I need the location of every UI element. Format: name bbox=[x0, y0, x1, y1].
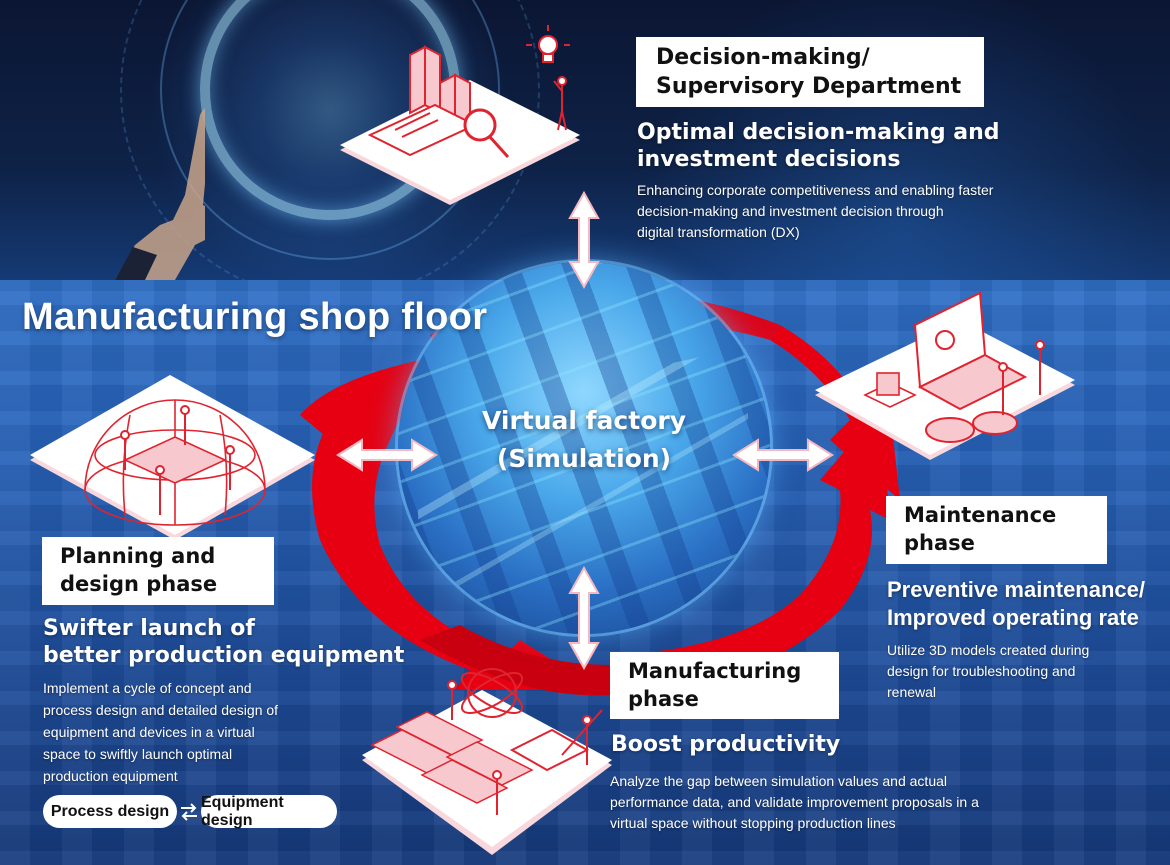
planning-body-line5: production equipment bbox=[43, 768, 178, 784]
virtual-factory-label: Virtual factory (Simulation) bbox=[398, 402, 770, 478]
decision-body-line2: decision-making and investment decision … bbox=[637, 203, 944, 219]
planning-heading: Swifter launch of better production equi… bbox=[43, 615, 404, 669]
planning-label-line2: design phase bbox=[60, 572, 218, 596]
cycle-arrow-right-icon bbox=[610, 410, 890, 690]
planning-heading-line2: better production equipment bbox=[43, 643, 405, 668]
process-design-pill: Process design bbox=[43, 795, 177, 828]
maintenance-description: Utilize 3D models created during design … bbox=[887, 640, 1089, 703]
decision-heading-line1: Optimal decision-making and bbox=[637, 120, 1000, 145]
maintenance-heading: Preventive maintenance/ Improved operati… bbox=[887, 576, 1145, 632]
manufacturing-heading: Boost productivity bbox=[611, 732, 841, 757]
magnifier-icon bbox=[463, 108, 510, 159]
virtual-factory-title: Virtual factory bbox=[481, 406, 687, 435]
planning-body-line4: space to swiftly launch optimal bbox=[43, 746, 233, 762]
manufacturing-label: Manufacturing phase bbox=[610, 652, 839, 719]
planning-heading-line1: Swifter launch of bbox=[43, 616, 255, 641]
decision-body-line3: digital transformation (DX) bbox=[637, 224, 800, 240]
double-arrow-left-overlay-icon bbox=[336, 438, 438, 472]
engineers-icon bbox=[998, 340, 1045, 415]
lightbulb-icon bbox=[526, 25, 570, 63]
maintenance-illustration bbox=[815, 291, 1075, 460]
team-people-icon bbox=[120, 405, 235, 515]
manufacturing-label-line1: Manufacturing bbox=[628, 659, 802, 683]
cube-chip-icon bbox=[863, 372, 917, 408]
maintenance-heading-line1: Preventive maintenance/ bbox=[887, 577, 1146, 602]
planning-description: Implement a cycle of concept and process… bbox=[43, 677, 278, 787]
cycle-arrow-left-icon bbox=[312, 385, 600, 690]
manufacturing-body-line1: Analyze the gap between simulation value… bbox=[610, 773, 947, 789]
maintenance-body-line3: renewal bbox=[887, 684, 937, 700]
atom-globe-icon bbox=[460, 668, 524, 718]
maintenance-body-line2: design for troubleshooting and bbox=[887, 663, 1076, 679]
maintenance-label-line1: Maintenance bbox=[904, 503, 1057, 527]
cycle-arrow-top-icon bbox=[770, 325, 900, 500]
decision-making-illustration bbox=[340, 25, 580, 205]
decision-label-line1: Decision-making/ bbox=[656, 45, 870, 70]
planning-body-line3: equipment and devices in a virtual bbox=[43, 724, 255, 740]
equipment-design-pill: Equipment design bbox=[201, 794, 337, 829]
planning-body-line2: process design and detailed design of bbox=[43, 702, 279, 718]
maintenance-label-line2: phase bbox=[904, 531, 975, 555]
manufacturing-label-line2: phase bbox=[628, 687, 699, 711]
shop-floor-title: Manufacturing shop floor bbox=[22, 296, 488, 338]
pointing-hand-icon bbox=[115, 108, 205, 280]
worker-icon bbox=[447, 680, 592, 815]
decision-label-line2: Supervisory Department bbox=[656, 74, 962, 99]
double-arrow-right-overlay-icon bbox=[732, 438, 834, 472]
decision-heading-line2: investment decisions bbox=[637, 147, 901, 172]
planning-body-line1: Implement a cycle of concept and bbox=[43, 680, 252, 696]
decision-body-line1: Enhancing corporate competitiveness and … bbox=[637, 182, 994, 198]
maintenance-heading-line2: Improved operating rate bbox=[887, 605, 1139, 630]
decision-heading: Optimal decision-making and investment d… bbox=[637, 119, 1000, 173]
bar-chart-icon bbox=[409, 45, 471, 125]
double-arrow-bottom-overlay-icon bbox=[568, 565, 600, 671]
maintenance-label: Maintenance phase bbox=[886, 496, 1107, 564]
decision-description: Enhancing corporate competitiveness and … bbox=[637, 180, 993, 243]
planning-label-line1: Planning and bbox=[60, 544, 216, 568]
manufacturing-body-line3: virtual space without stopping productio… bbox=[610, 815, 896, 831]
person-icon bbox=[553, 76, 567, 131]
dome-icon bbox=[84, 399, 266, 526]
puzzle-table-icon bbox=[123, 436, 227, 484]
double-arrow-top-overlay-icon bbox=[568, 190, 600, 290]
planning-illustration bbox=[30, 375, 315, 540]
gears-icon bbox=[925, 411, 1018, 443]
virtual-factory-subtitle: (Simulation) bbox=[496, 444, 672, 473]
manufacturing-illustration bbox=[362, 668, 612, 855]
swap-arrows-icon bbox=[181, 803, 197, 821]
manufacturing-body-line2: performance data, and validate improveme… bbox=[610, 794, 979, 810]
decision-making-label: Decision-making/ Supervisory Department bbox=[636, 37, 984, 107]
planning-label: Planning and design phase bbox=[42, 537, 274, 605]
manufacturing-description: Analyze the gap between simulation value… bbox=[610, 771, 979, 834]
conveyor-icon bbox=[370, 711, 534, 804]
maintenance-body-line1: Utilize 3D models created during bbox=[887, 642, 1090, 658]
